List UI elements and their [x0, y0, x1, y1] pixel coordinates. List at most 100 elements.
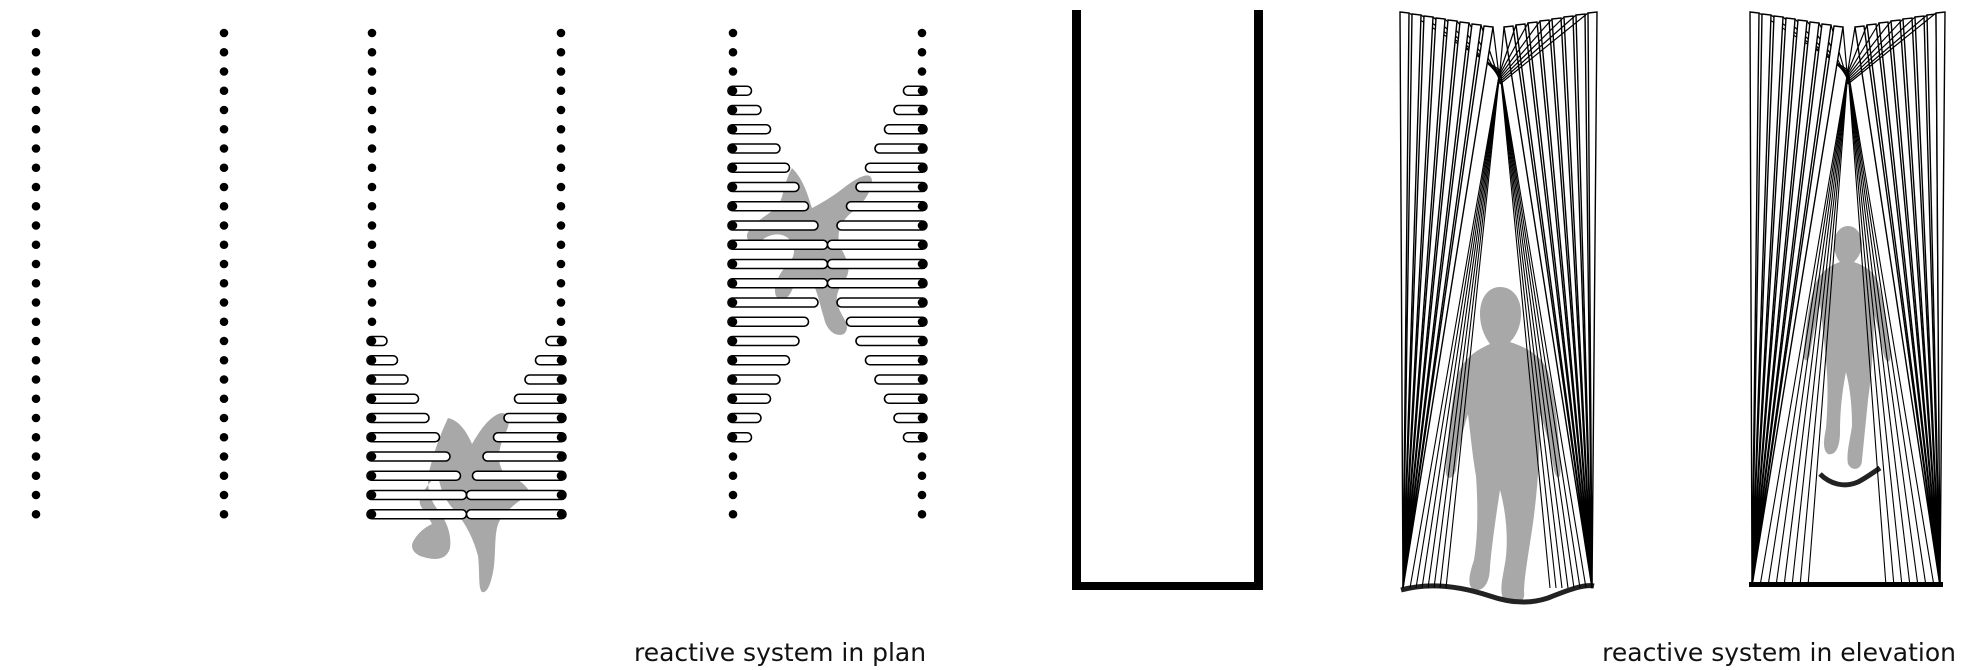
- fin: [1890, 19, 1941, 587]
- pivot-dot: [31, 182, 41, 192]
- paddle: [864, 162, 928, 174]
- fin-stay: [1847, 69, 1927, 587]
- fin: [1751, 19, 1808, 587]
- pivot-dot: [219, 278, 229, 288]
- pivot-dot: [367, 355, 377, 365]
- paddle: [727, 258, 829, 270]
- paddle: [727, 374, 781, 385]
- fin: [1551, 17, 1593, 589]
- pivot-dot: [917, 105, 927, 115]
- fin: [1402, 25, 1494, 589]
- pivot-dot: [556, 240, 566, 250]
- fin-stay: [1847, 69, 1935, 587]
- paddle: [465, 489, 567, 501]
- pivot-dot: [556, 298, 566, 307]
- paddle: [492, 431, 567, 443]
- pivot-dot: [367, 336, 377, 346]
- fin-tether: [1847, 20, 1892, 77]
- pivot-dot: [367, 452, 377, 461]
- fin-stay: [1433, 69, 1501, 589]
- pivot-dot: [219, 317, 229, 327]
- paddle: [366, 393, 420, 405]
- pivot-dot: [556, 452, 566, 461]
- fin-stay: [1807, 69, 1849, 587]
- pivot-dot: [728, 375, 738, 384]
- pivot-dot: [728, 240, 738, 250]
- pivot-dot: [728, 355, 738, 365]
- fin: [1575, 13, 1593, 589]
- fin-stay: [1499, 69, 1569, 589]
- paddle: [366, 489, 468, 501]
- fin-stay: [1791, 69, 1849, 587]
- paddle: [366, 470, 462, 482]
- pivot-dot: [556, 124, 566, 134]
- paddle: [471, 470, 567, 482]
- paddle: [845, 200, 928, 212]
- fin-tether: [1499, 12, 1589, 85]
- plan-paddles: [727, 28, 928, 519]
- pivot-dot: [31, 509, 41, 519]
- pivot-dot: [367, 394, 377, 404]
- pivot-dot: [917, 67, 927, 76]
- pivot-dot: [367, 278, 377, 288]
- elevation-state-closed: [1072, 10, 1263, 590]
- paddle: [727, 354, 791, 366]
- pivot-dot: [31, 221, 41, 230]
- paddle: [836, 220, 928, 231]
- fin: [1402, 23, 1482, 589]
- pivot-dot: [728, 144, 738, 153]
- fin: [1749, 11, 1760, 587]
- pivot-dot: [728, 221, 738, 230]
- fin-tether: [1847, 14, 1928, 83]
- fin-stay: [1847, 69, 1887, 587]
- paddle: [845, 316, 928, 328]
- elevation-state-open: [1399, 11, 1598, 605]
- pivot-dot: [917, 317, 927, 327]
- flexible-base-curve: [1400, 583, 1595, 605]
- fin: [1878, 21, 1941, 587]
- pivot-dot: [219, 182, 229, 192]
- pivot-dot: [917, 221, 927, 230]
- paddle: [503, 412, 567, 424]
- paddle: [883, 393, 928, 405]
- pivot-dot: [556, 47, 566, 57]
- fin-stay: [1499, 69, 1575, 589]
- fin-stay: [1847, 69, 1911, 587]
- paddle: [826, 239, 928, 251]
- plan-paddles: [366, 28, 567, 520]
- paddle: [874, 374, 928, 385]
- paddle: [727, 277, 829, 289]
- pivot-dot: [31, 47, 41, 57]
- fin-stay: [1499, 69, 1581, 589]
- paddle: [864, 354, 928, 366]
- paddle: [513, 393, 567, 405]
- pivot-dot: [31, 105, 41, 115]
- paddle: [465, 508, 567, 520]
- pivot-dot: [728, 394, 738, 404]
- paddle: [855, 335, 928, 347]
- fin: [1515, 23, 1593, 589]
- fin-stay: [1847, 69, 1919, 587]
- caption-plan: reactive system in plan: [634, 638, 927, 667]
- pivot-dot: [728, 124, 738, 134]
- pivot-dot: [31, 144, 41, 153]
- fin-stay: [1799, 69, 1849, 587]
- pivot-dot: [728, 47, 738, 57]
- pivot-dot: [556, 375, 566, 384]
- pivot-dot: [219, 509, 229, 519]
- fin: [1402, 17, 1446, 589]
- paddle: [727, 297, 819, 308]
- frame-post-right: [1254, 10, 1263, 590]
- pivot-dot: [219, 259, 229, 269]
- person-silhouette-icon: [1803, 226, 1891, 469]
- fin-stay: [1499, 69, 1587, 589]
- pivot-dot: [728, 86, 738, 96]
- fin-stay: [1767, 69, 1849, 587]
- pivot-dot: [917, 375, 927, 384]
- fin: [1866, 23, 1941, 587]
- pivot-dot: [556, 432, 566, 442]
- paddle: [727, 143, 781, 154]
- pivot-dot: [31, 375, 41, 384]
- pivot-dot: [367, 182, 377, 192]
- pivot-dot: [367, 105, 377, 115]
